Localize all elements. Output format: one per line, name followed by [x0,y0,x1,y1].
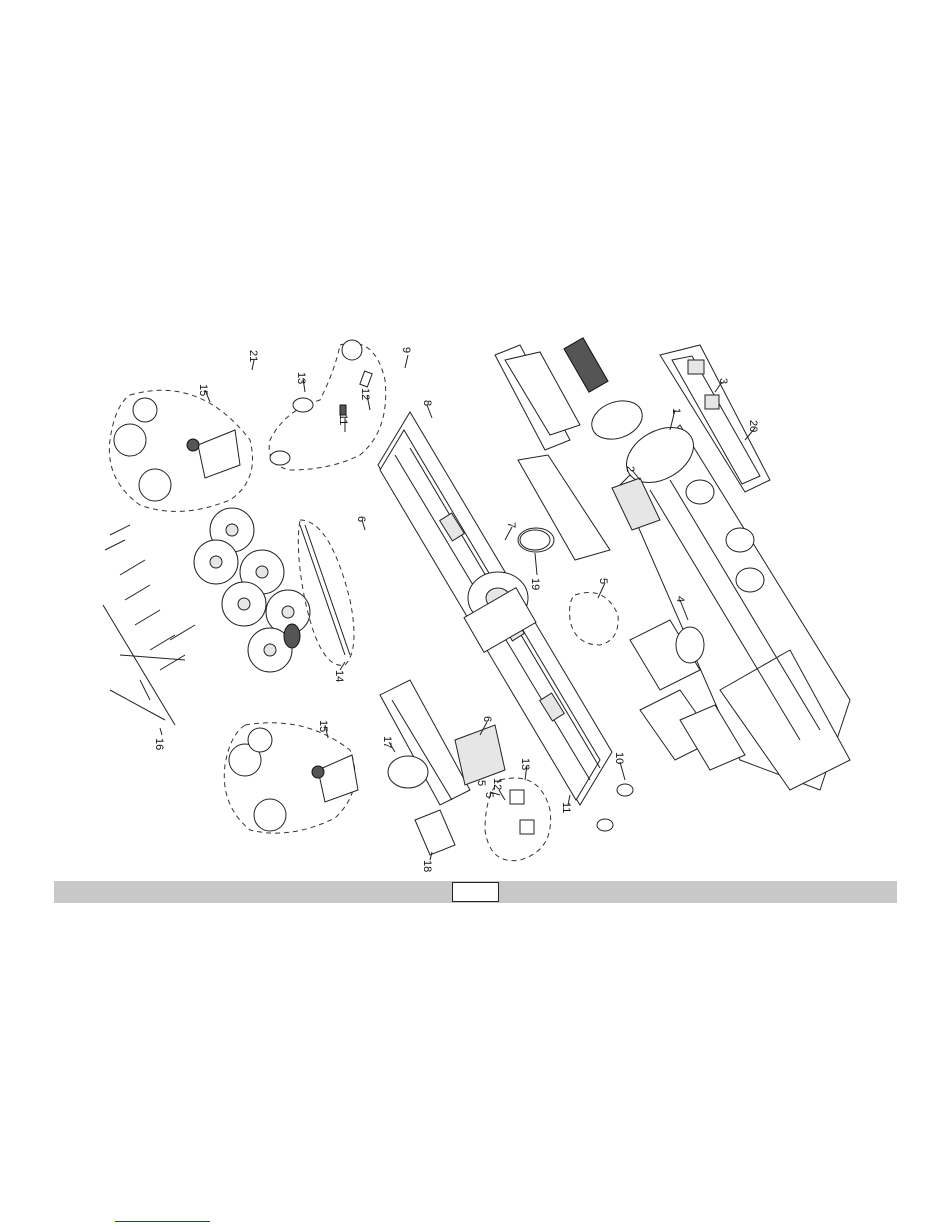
label-9: 9 [400,347,412,353]
label-3: 3 [717,378,729,384]
label-4: 4 [674,596,686,602]
label-16: 16 [153,738,165,750]
label-13b: 13 [519,758,531,770]
label-11a: 11 [337,414,349,425]
label-5a: 5 [597,578,609,584]
dashed-group-top [269,340,386,470]
label-17: 17 [381,736,393,748]
label-6a: 6 [355,516,367,522]
dashed-group-5 [570,593,619,646]
label-21: 21 [247,350,259,362]
label-7: 7 [505,522,517,528]
label-14: 14 [333,670,345,682]
label-13a: 13 [295,372,307,384]
label-20: 20 [747,420,759,432]
label-19: 19 [529,578,541,590]
label-12a: 12 [359,388,371,400]
bogie-group-bottom [224,723,358,833]
label-12b: 12 [491,778,503,790]
ring-19 [520,530,550,550]
bracket-18 [415,810,455,855]
lamp-10 [597,784,633,831]
label-2: 2 [624,466,636,472]
driving-wheels [194,508,310,672]
page-number-box [452,882,499,902]
dashed-group-bottom [485,778,551,861]
label-11b: 11 [560,802,572,813]
label-18: 18 [421,860,433,872]
label-6b: 6 [481,716,493,722]
label-10: 10 [613,752,625,764]
label-1: 1 [670,408,682,414]
bogie-group-top [109,390,252,511]
brake-shoes [105,525,195,670]
label-8: 8 [421,400,433,406]
label-5b: 5 [475,780,487,786]
label-5c: 5 [483,792,495,798]
label-15b: 15 [317,720,329,732]
footnote-rule [115,1221,210,1222]
label-15a: 15 [197,384,209,396]
tender-body [380,680,505,805]
